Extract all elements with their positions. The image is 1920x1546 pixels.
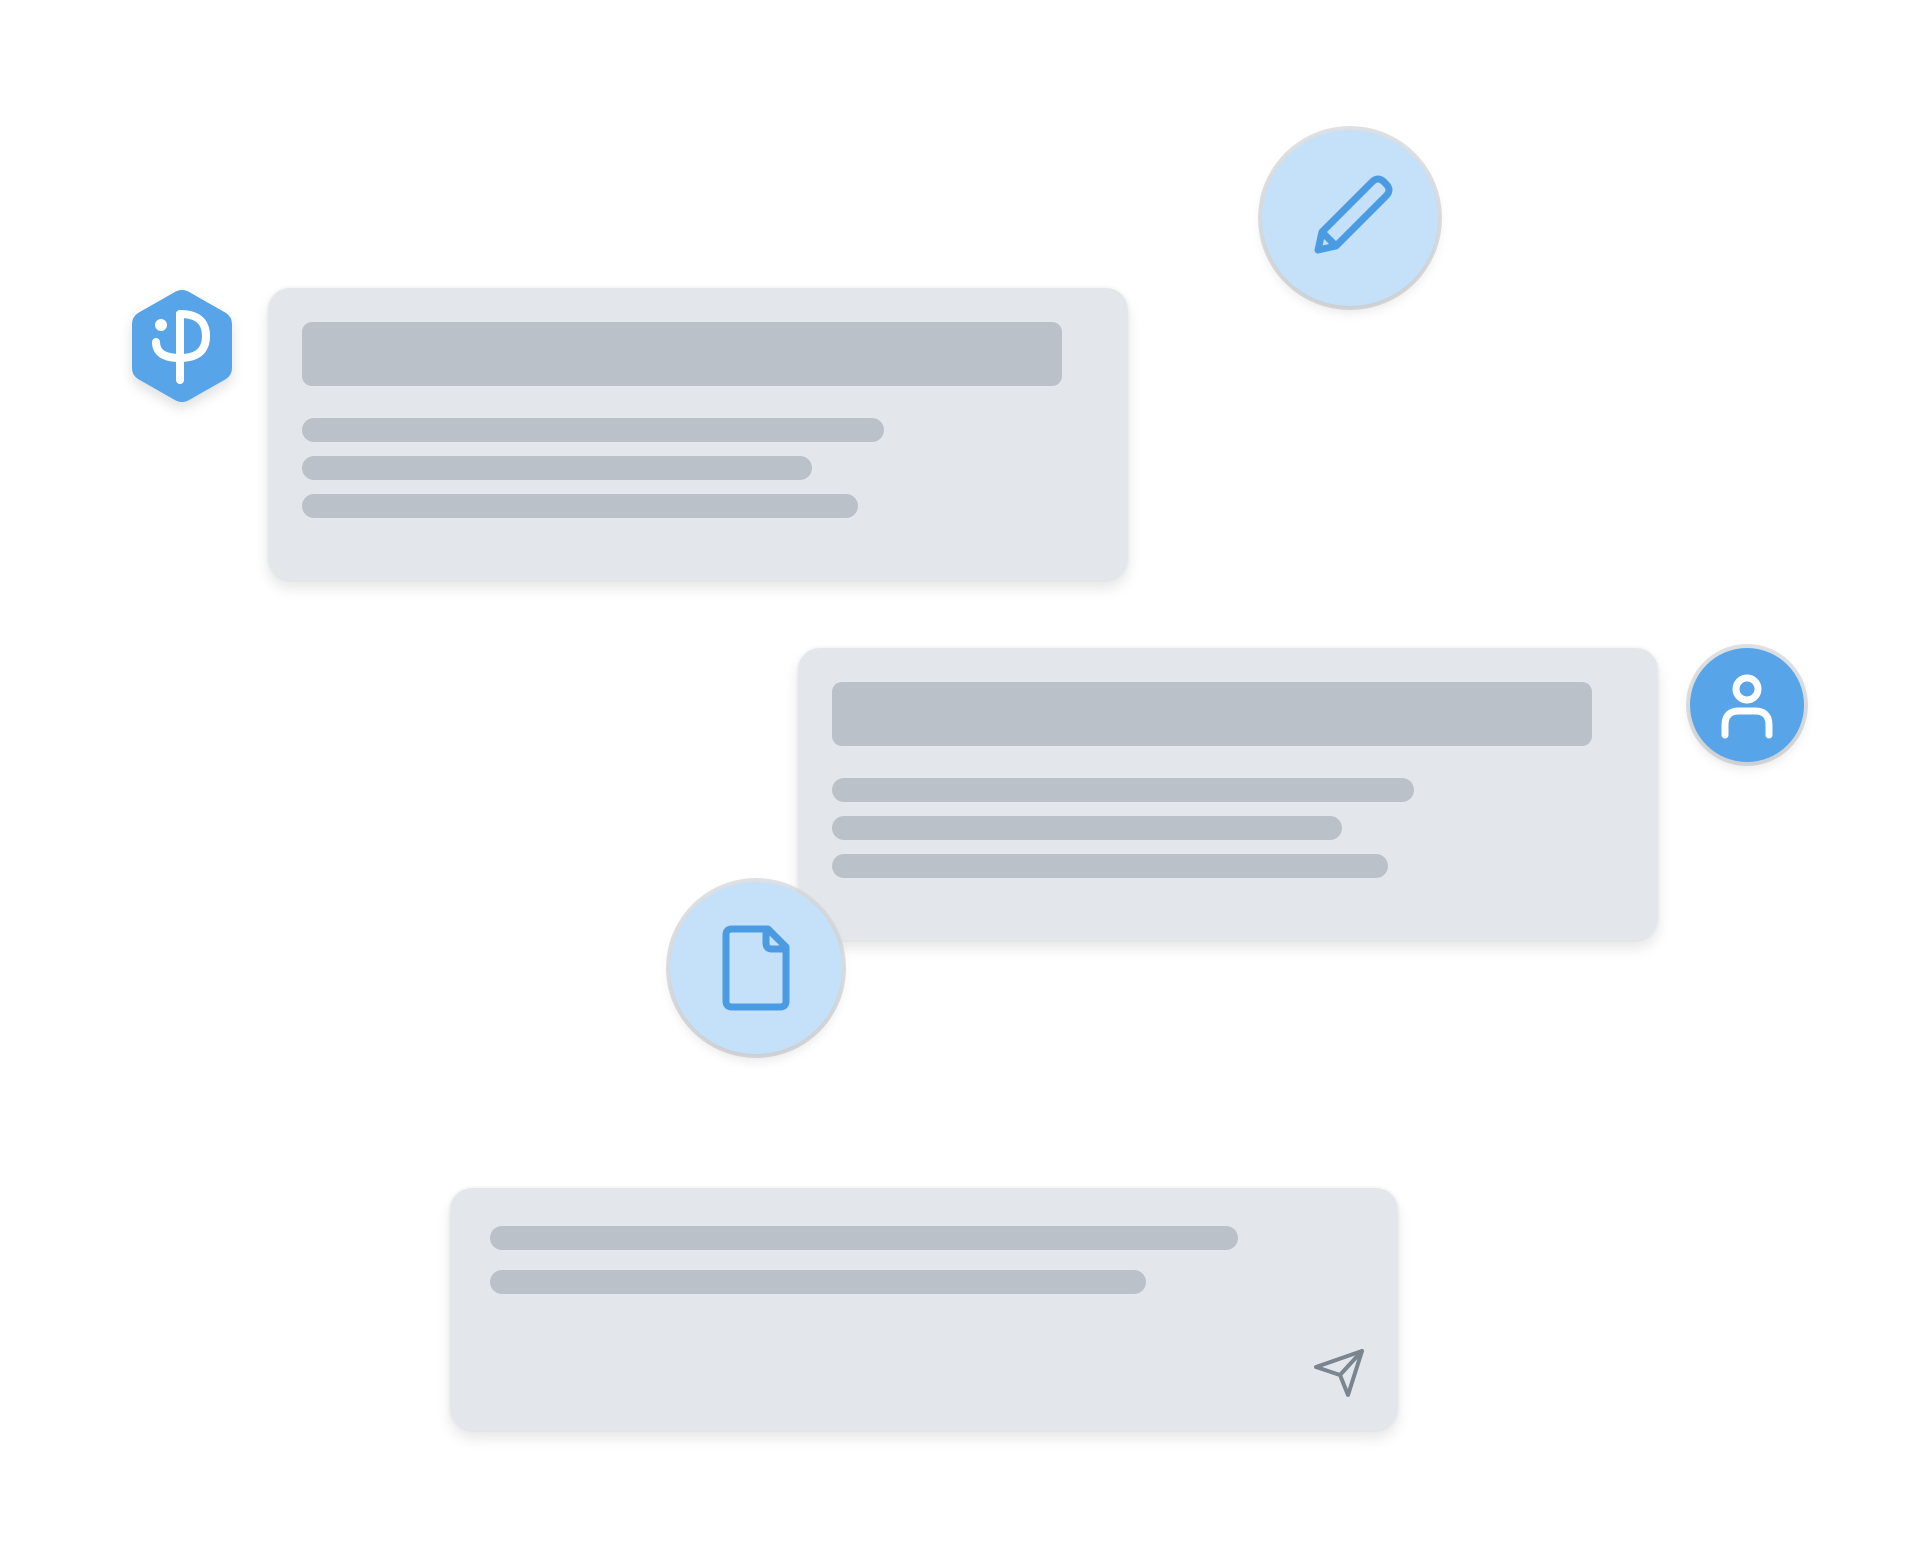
message-line-skeleton <box>832 816 1342 840</box>
message-title-skeleton <box>302 322 1062 386</box>
hexagon-logo-icon <box>132 290 232 402</box>
assistant-logo <box>128 286 236 406</box>
edit-button[interactable] <box>1262 130 1438 306</box>
file-icon <box>722 925 790 1011</box>
message-line-skeleton <box>302 456 812 480</box>
user-icon <box>1721 674 1773 739</box>
message-line-skeleton <box>302 494 858 518</box>
assistant-message-card <box>268 288 1128 580</box>
message-line-skeleton <box>832 778 1414 802</box>
composer-line-skeleton <box>490 1226 1238 1250</box>
message-title-skeleton <box>832 682 1592 746</box>
message-composer[interactable] <box>450 1188 1398 1430</box>
file-attachment-button[interactable] <box>670 882 842 1054</box>
user-avatar <box>1690 648 1804 762</box>
send-button[interactable] <box>1310 1343 1370 1403</box>
message-line-skeleton <box>832 854 1388 878</box>
user-message-card <box>798 648 1658 940</box>
pencil-icon <box>1314 175 1393 254</box>
message-line-skeleton <box>302 418 884 442</box>
paper-plane-icon <box>1314 1349 1364 1397</box>
composer-line-skeleton <box>490 1270 1146 1294</box>
